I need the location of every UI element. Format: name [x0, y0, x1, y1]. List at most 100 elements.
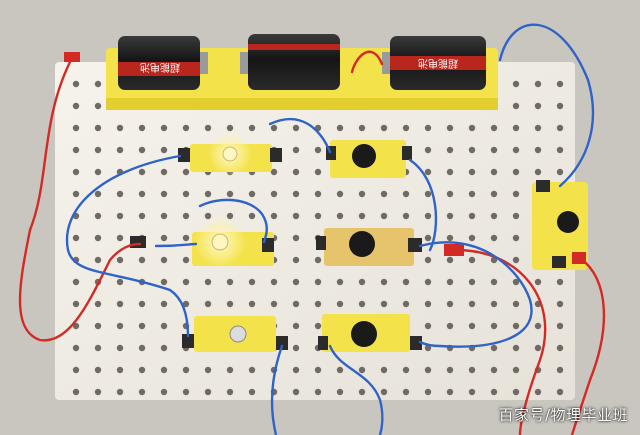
- pegboard-hole: [490, 146, 498, 154]
- pegboard-hole: [94, 168, 102, 176]
- pegboard-hole: [402, 366, 410, 374]
- pegboard-hole: [534, 388, 542, 396]
- pegboard-hole: [468, 234, 476, 242]
- pegboard-hole: [292, 322, 300, 330]
- pegboard-hole: [402, 190, 410, 198]
- pegboard-hole: [138, 256, 146, 264]
- pegboard-hole: [490, 168, 498, 176]
- pegboard-hole: [292, 344, 300, 352]
- pegboard-hole: [314, 256, 322, 264]
- pegboard-hole: [160, 300, 168, 308]
- pegboard-hole: [116, 146, 124, 154]
- pegboard-hole: [160, 388, 168, 396]
- pegboard-hole: [292, 300, 300, 308]
- pegboard-hole: [512, 102, 520, 110]
- pegboard-hole: [468, 388, 476, 396]
- pegboard-hole: [556, 124, 564, 132]
- pegboard-hole: [94, 102, 102, 110]
- pegboard-hole: [94, 322, 102, 330]
- pegboard-hole: [94, 388, 102, 396]
- pegboard-hole: [512, 388, 520, 396]
- pegboard-hole: [160, 278, 168, 286]
- pegboard-hole: [490, 344, 498, 352]
- pegboard-hole: [182, 190, 190, 198]
- pegboard-hole: [270, 190, 278, 198]
- battery-icon: 超能电池: [118, 36, 208, 90]
- pegboard-hole: [446, 322, 454, 330]
- pegboard-hole: [468, 124, 476, 132]
- pegboard-hole: [226, 366, 234, 374]
- pegboard-hole: [182, 234, 190, 242]
- pegboard-hole: [556, 146, 564, 154]
- pegboard-hole: [248, 300, 256, 308]
- pegboard-hole: [534, 344, 542, 352]
- pegboard-hole: [248, 388, 256, 396]
- pegboard-hole: [72, 146, 80, 154]
- pegboard-hole: [138, 344, 146, 352]
- pegboard-hole: [72, 190, 80, 198]
- pegboard-hole: [94, 234, 102, 242]
- pegboard-hole: [182, 168, 190, 176]
- pegboard-hole: [72, 80, 80, 88]
- pegboard-hole: [534, 168, 542, 176]
- pegboard-hole: [72, 124, 80, 132]
- pegboard-hole: [556, 388, 564, 396]
- pegboard-hole: [336, 124, 344, 132]
- pegboard-hole: [358, 366, 366, 374]
- pegboard-hole: [380, 388, 388, 396]
- pegboard-hole: [424, 190, 432, 198]
- pegboard-hole: [490, 124, 498, 132]
- pegboard-hole: [446, 190, 454, 198]
- lamp-module-bottom: [194, 316, 276, 352]
- pegboard-hole: [424, 278, 432, 286]
- pegboard-hole: [336, 278, 344, 286]
- pegboard-hole: [270, 212, 278, 220]
- pegboard-hole: [446, 366, 454, 374]
- pegboard-hole: [424, 168, 432, 176]
- pegboard-hole: [226, 388, 234, 396]
- pegboard-hole: [314, 388, 322, 396]
- pegboard-hole: [204, 388, 212, 396]
- pegboard-hole: [490, 190, 498, 198]
- pegboard-hole: [204, 300, 212, 308]
- pegboard-hole: [446, 146, 454, 154]
- pegboard-hole: [402, 278, 410, 286]
- pegboard-hole: [182, 212, 190, 220]
- pegboard-hole: [204, 190, 212, 198]
- pegboard-hole: [204, 366, 212, 374]
- pegboard-hole: [314, 300, 322, 308]
- pegboard-hole: [358, 300, 366, 308]
- pegboard-hole: [204, 212, 212, 220]
- pegboard-hole: [534, 146, 542, 154]
- bulb-icon: [222, 146, 238, 162]
- pegboard-hole: [160, 146, 168, 154]
- pegboard-hole: [424, 344, 432, 352]
- pegboard-hole: [314, 146, 322, 154]
- pegboard-hole: [270, 124, 278, 132]
- knob-icon: [557, 211, 579, 233]
- svg-text:超能电池: 超能电池: [140, 61, 180, 74]
- pegboard-hole: [116, 388, 124, 396]
- pegboard-hole: [204, 124, 212, 132]
- pegboard-hole: [116, 256, 124, 264]
- pegboard-hole: [138, 190, 146, 198]
- pegboard-hole: [292, 168, 300, 176]
- pegboard-hole: [248, 366, 256, 374]
- pegboard-hole: [424, 146, 432, 154]
- pegboard-hole: [358, 124, 366, 132]
- pegboard-hole: [336, 388, 344, 396]
- pegboard-hole: [534, 124, 542, 132]
- pegboard-hole: [292, 124, 300, 132]
- pegboard-hole: [160, 234, 168, 242]
- pegboard-hole: [94, 190, 102, 198]
- pegboard-hole: [248, 190, 256, 198]
- pegboard-hole: [446, 168, 454, 176]
- pegboard-hole: [94, 124, 102, 132]
- pegboard: [55, 62, 575, 400]
- pegboard-hole: [490, 300, 498, 308]
- pegboard-hole: [490, 212, 498, 220]
- knob-icon: [352, 144, 376, 168]
- pegboard-hole: [380, 278, 388, 286]
- battery-icon: 超能电池: [382, 36, 486, 90]
